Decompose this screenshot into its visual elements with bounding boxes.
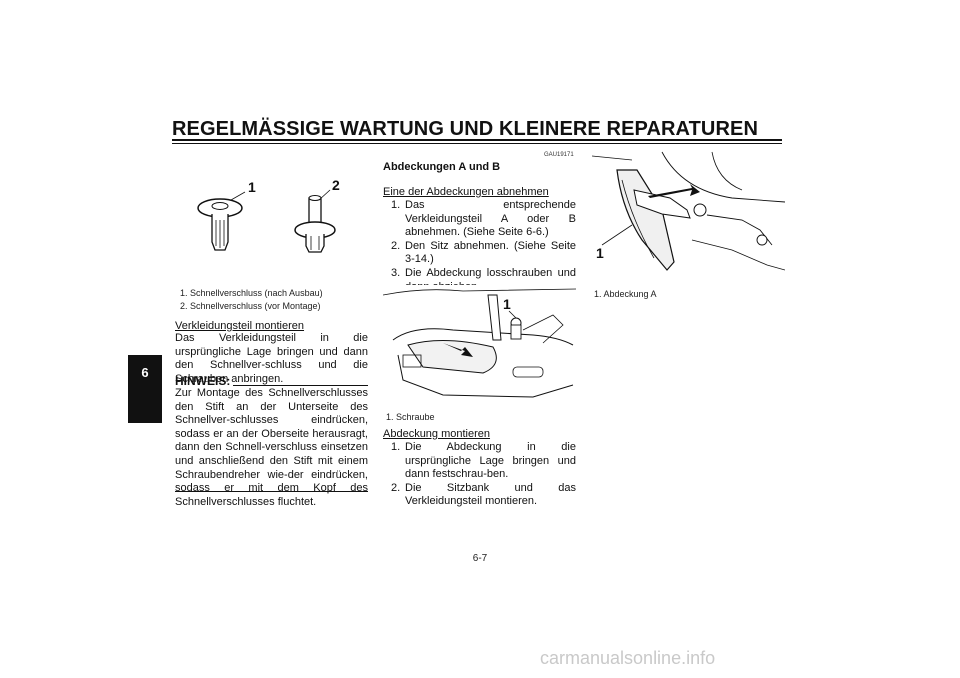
fastener-figure: 1 2 [175,172,365,282]
title-rule-secondary [172,143,782,144]
cover-caption: 1. Abdeckung A [594,289,657,299]
screw-illustration: 1 [383,288,576,398]
figure-label-1: 1 [248,179,256,195]
subheading-install-panel: Verkleidungsteil montieren [175,320,305,332]
screw-figure-label: 1 [503,296,511,312]
removal-heading: Eine der Abdeckungen abnehmen [383,186,549,198]
install-panel-paragraph: Das Verkleidungsteil in die ursprünglich… [175,332,368,385]
section-code: GAU19171 [544,152,574,158]
install-step: 1.Die Abdeckung in die ursprüngliche Lag… [391,441,576,481]
figure-caption-1: 1. Schnellverschluss (nach Ausbau) [180,288,323,298]
title-rule [172,139,782,141]
figure-caption-2: 2. Schnellverschluss (vor Montage) [180,301,321,311]
cover-figure: 1 [592,150,785,280]
removal-step: 1.Das entsprechende Verkleidungsteil A o… [391,199,576,239]
install-step: 2.Die Sitzbank und das Verkleidungsteil … [391,481,576,508]
chapter-number: 6 [141,365,149,380]
note-label: HINWEIS: [175,374,231,388]
fastener-illustration: 1 2 [197,177,340,253]
watermark: carmanualsonline.info [540,648,716,668]
note-end-rule [175,491,368,492]
figure-label-2: 2 [332,177,340,193]
screw-caption: 1. Schraube [386,412,435,422]
note-header: HINWEIS: [175,374,368,388]
page-title: REGELMÄSSIGE WARTUNG UND KLEINERE REPARA… [172,118,759,140]
removal-steps: 1.Das entsprechende Verkleidungsteil A o… [383,199,576,294]
section-heading: Abdeckungen A und B [383,161,501,173]
cover-illustration: 1 [592,151,785,271]
cover-figure-label: 1 [596,245,604,261]
install-steps: 1.Die Abdeckung in die ursprüngliche Lag… [383,441,576,509]
install-heading: Abdeckung montieren [383,428,491,440]
note-rule [233,385,368,386]
removal-step: 2.Den Sitz abnehmen. (Siehe Seite 3-14.) [391,239,576,266]
screw-figure: 1 [383,285,576,405]
chapter-tab: 6 [128,355,162,423]
page-number: 6-7 [472,553,488,564]
